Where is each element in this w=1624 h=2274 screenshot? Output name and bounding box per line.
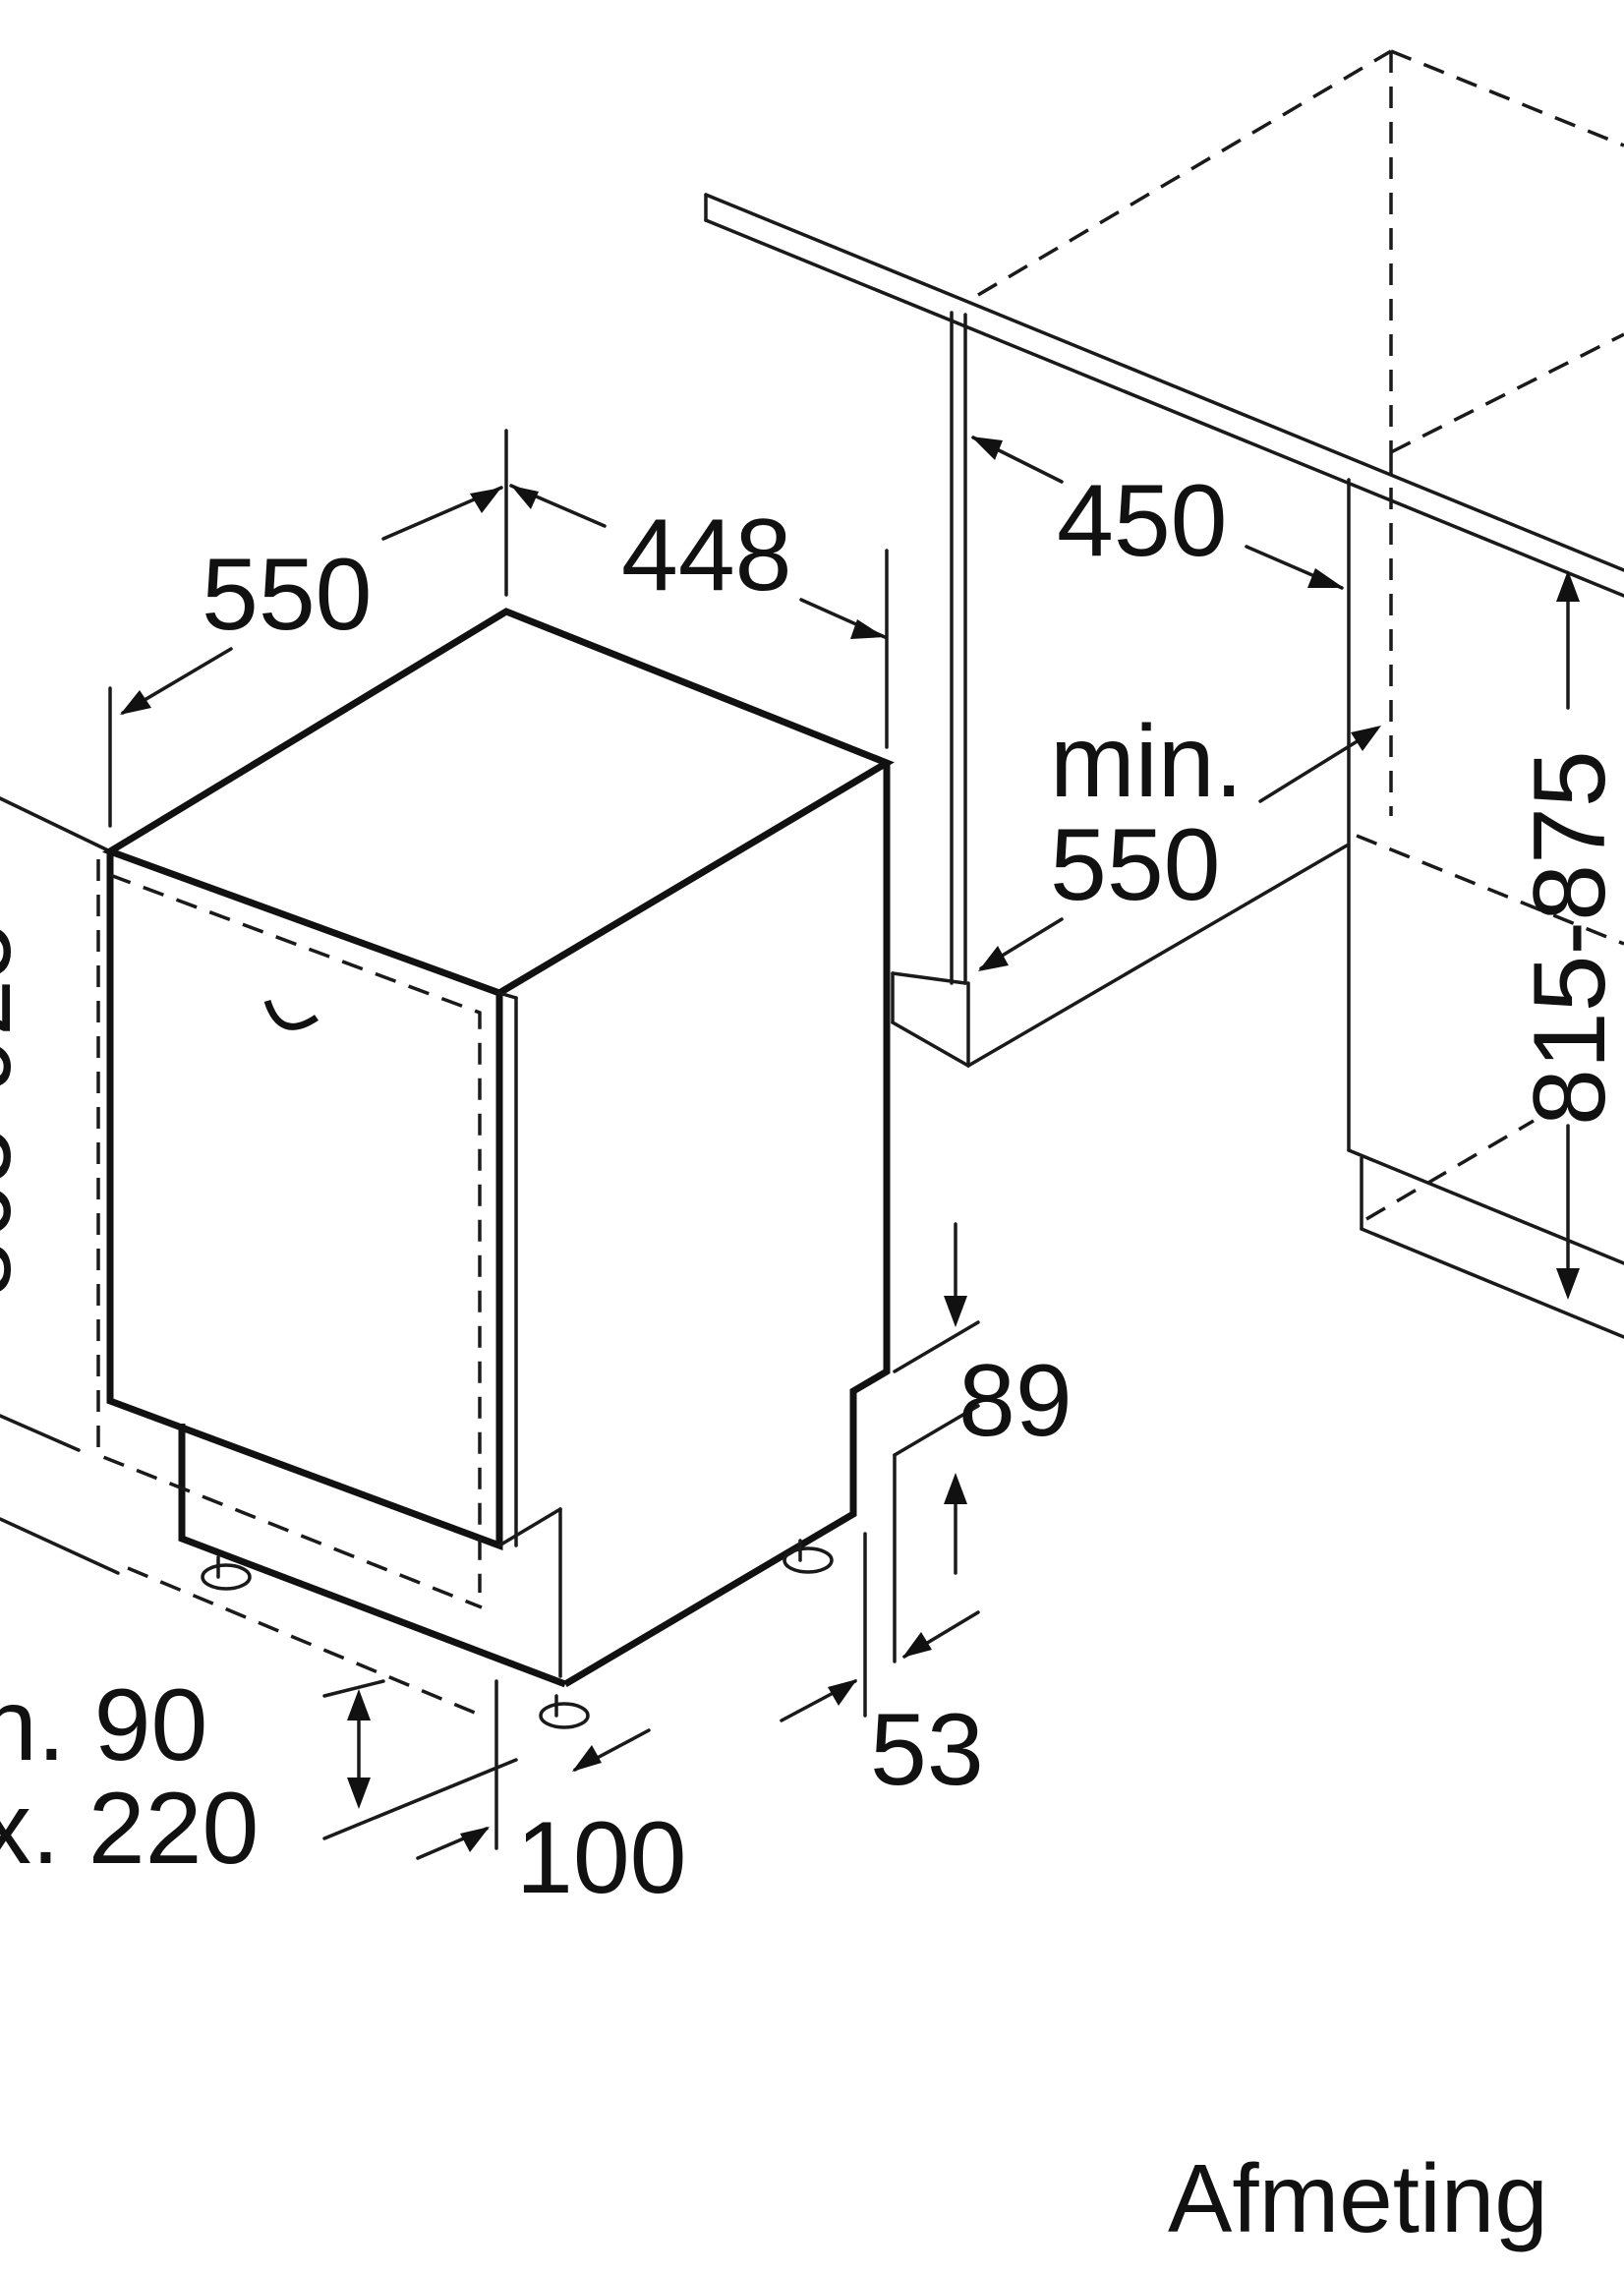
foot-rear-right xyxy=(783,1546,834,1574)
foot-front-left xyxy=(201,1563,252,1591)
door-handle xyxy=(263,999,319,1030)
niche-right-cabinet xyxy=(1347,478,1624,1339)
label-plinth-min: n. 90 xyxy=(0,1668,207,1782)
dim-90-220 xyxy=(322,1679,518,1840)
label-foot-100: 100 xyxy=(516,1801,687,1915)
foot-front-right xyxy=(539,1702,590,1729)
worktop xyxy=(704,193,1624,598)
dim-448-width xyxy=(509,484,889,749)
label-plinth-89: 89 xyxy=(958,1344,1073,1458)
label-niche-450: 450 xyxy=(1057,464,1228,578)
label-door-height: 865-925 xyxy=(0,922,32,1298)
dim-53 xyxy=(780,1453,980,1722)
caption-afmeting: Afmeting xyxy=(1168,2144,1548,2252)
dim-450-niche xyxy=(971,436,1344,590)
label-min: min. xyxy=(1050,705,1243,819)
label-recess-53: 53 xyxy=(870,1693,984,1807)
dim-89 xyxy=(893,1222,980,1575)
label-width-448: 448 xyxy=(621,498,792,612)
dim-100 xyxy=(416,1679,651,1860)
label-niche-height: 815-875 xyxy=(1513,750,1624,1126)
label-min-550: 550 xyxy=(1050,808,1221,922)
label-plinth-max: x. 220 xyxy=(0,1772,259,1886)
dim-550-depth xyxy=(108,429,508,828)
dim-815-875 xyxy=(1556,570,1580,1300)
label-depth-550: 550 xyxy=(202,538,373,652)
niche-left-panel xyxy=(891,311,1349,1068)
dishwasher-body xyxy=(101,608,895,1729)
door-outline-dashed xyxy=(96,859,483,1718)
upper-cabinet-dashed xyxy=(977,49,1624,1221)
dim-min-550 xyxy=(978,726,1381,971)
left-worktop xyxy=(0,796,120,1575)
